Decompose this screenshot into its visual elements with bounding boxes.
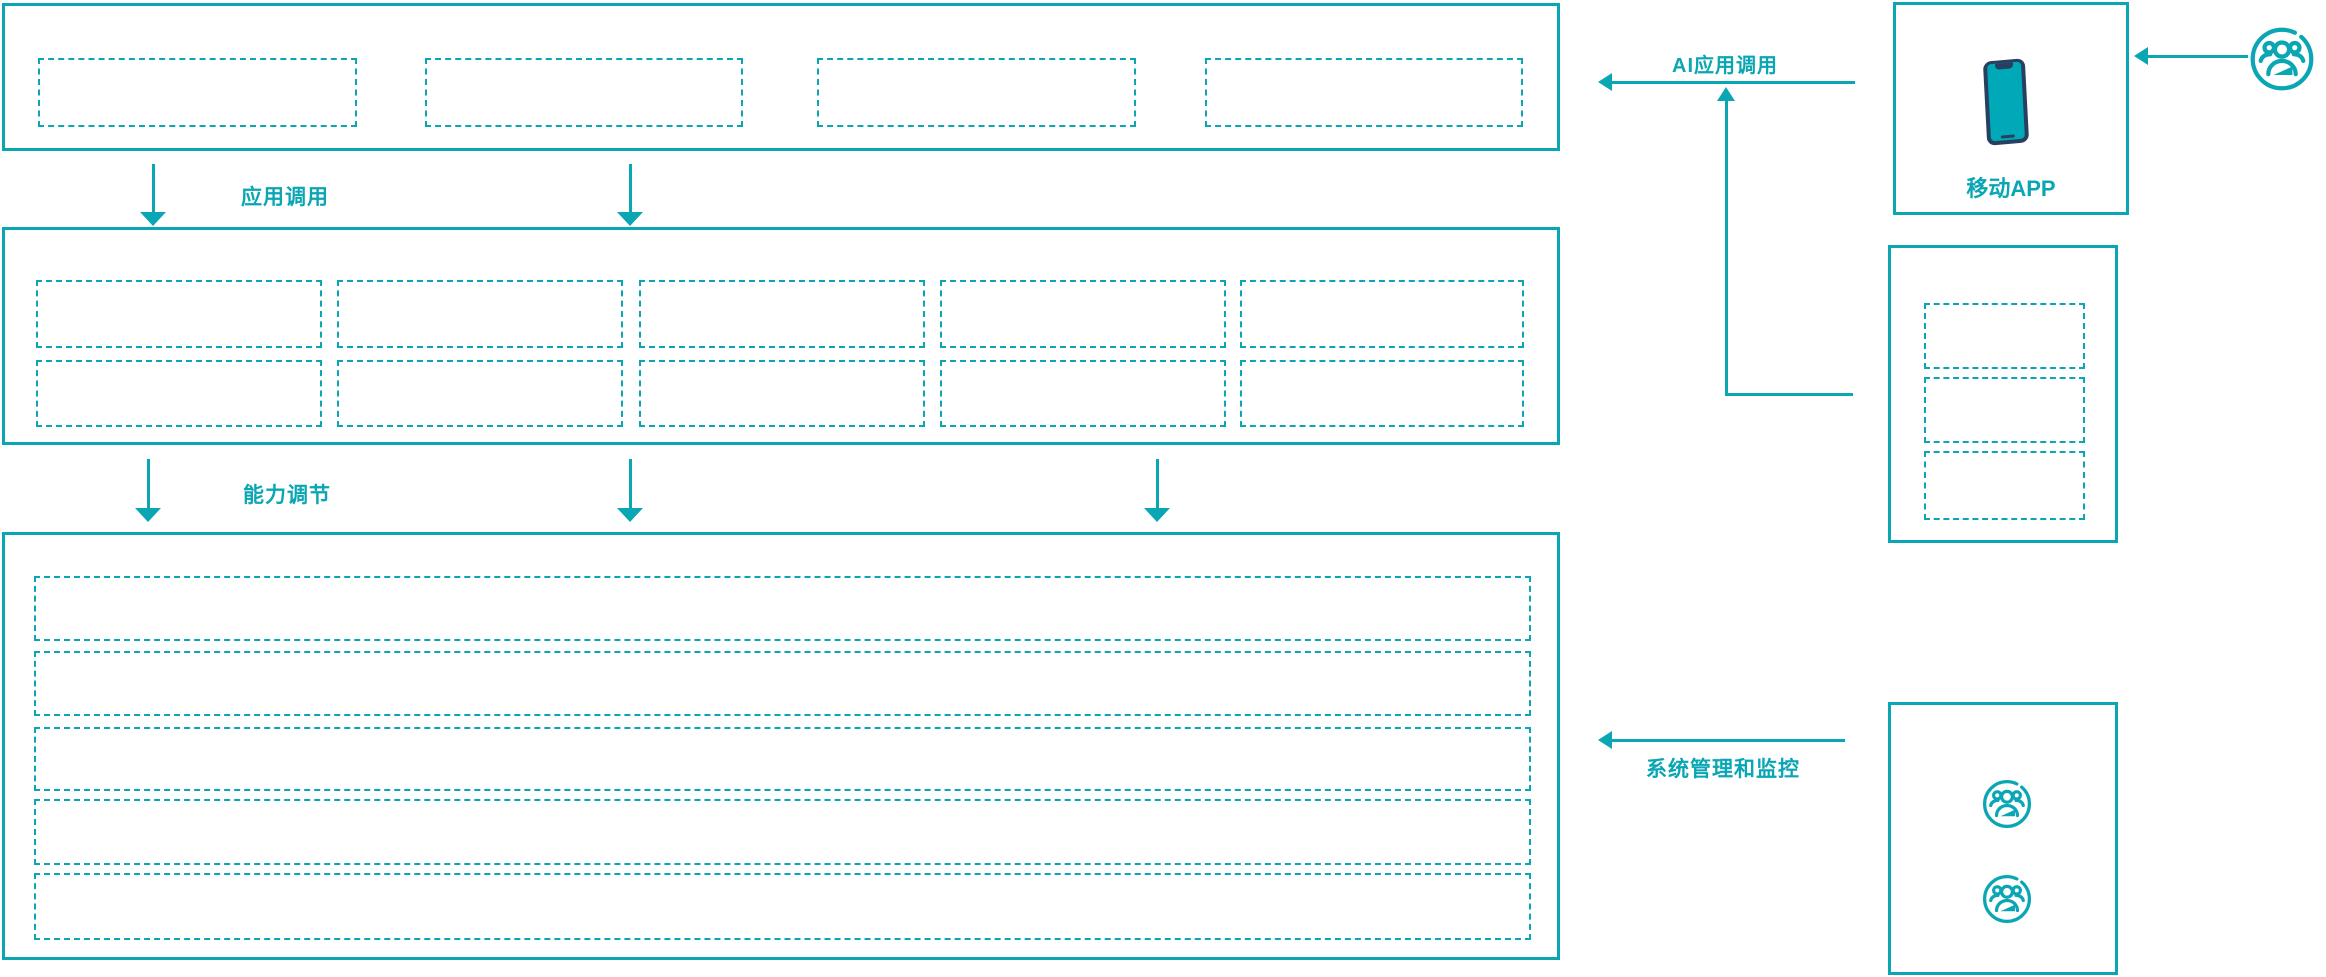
middle-layer-box — [2, 227, 1560, 445]
down-arrow-shaft — [147, 459, 150, 508]
top-layer-box — [2, 3, 1560, 151]
down-arrow-shaft — [152, 164, 155, 212]
placeholder-box — [1924, 303, 2085, 369]
placeholder-box — [36, 280, 322, 348]
capability-adjust-label: 能力调节 — [243, 484, 331, 507]
down-arrow-shaft — [629, 164, 632, 212]
placeholder-box — [1924, 451, 2085, 520]
user-arrow-line — [2148, 55, 2248, 58]
channel-connector-vline — [1725, 100, 1728, 396]
user-group-icon — [1981, 873, 2033, 925]
admin-box — [1888, 702, 2118, 975]
placeholder-box — [425, 58, 743, 127]
placeholder-row — [34, 727, 1531, 791]
arrow-down-icon — [1144, 508, 1170, 522]
placeholder-row — [34, 651, 1531, 716]
placeholder-box — [817, 58, 1136, 127]
arrow-down-icon — [617, 508, 643, 522]
placeholder-box — [639, 280, 925, 348]
channel-box — [1888, 245, 2118, 543]
ai-app-call-label: AI应用调用 — [1672, 55, 1778, 77]
arrow-down-icon — [140, 212, 166, 226]
placeholder-box — [1924, 377, 2085, 443]
placeholder-row — [34, 799, 1531, 865]
arrow-left-icon — [1598, 731, 1612, 749]
placeholder-box — [337, 360, 623, 427]
user-group-icon — [2248, 25, 2316, 93]
arrow-left-icon — [1598, 73, 1612, 91]
smartphone-screen — [1987, 61, 2025, 142]
down-arrow-shaft — [629, 459, 632, 508]
placeholder-box — [940, 360, 1226, 427]
arrow-down-icon — [617, 212, 643, 226]
placeholder-box — [38, 58, 357, 127]
placeholder-row — [34, 576, 1531, 641]
placeholder-box — [1205, 58, 1523, 127]
ai-call-arrow-line — [1612, 81, 1855, 84]
placeholder-box — [940, 280, 1226, 348]
app-call-label: 应用调用 — [241, 186, 329, 209]
down-arrow-shaft — [1156, 459, 1159, 508]
mobile-app-label: 移动APP — [1966, 176, 2056, 201]
arrow-down-icon — [135, 508, 161, 522]
smartphone-icon — [1982, 58, 2030, 146]
arrow-up-icon — [1717, 87, 1735, 101]
placeholder-box — [337, 280, 623, 348]
placeholder-box — [1240, 280, 1524, 348]
placeholder-box — [639, 360, 925, 427]
arrow-left-icon — [2134, 47, 2148, 65]
system-monitor-label: 系统管理和监控 — [1646, 758, 1800, 781]
bottom-layer-box — [2, 532, 1560, 960]
placeholder-box — [36, 360, 322, 427]
placeholder-row — [34, 873, 1531, 940]
channel-connector-hline — [1725, 393, 1853, 396]
user-group-icon — [1981, 778, 2033, 830]
placeholder-box — [1240, 360, 1524, 427]
system-monitor-arrow-line — [1612, 739, 1845, 742]
